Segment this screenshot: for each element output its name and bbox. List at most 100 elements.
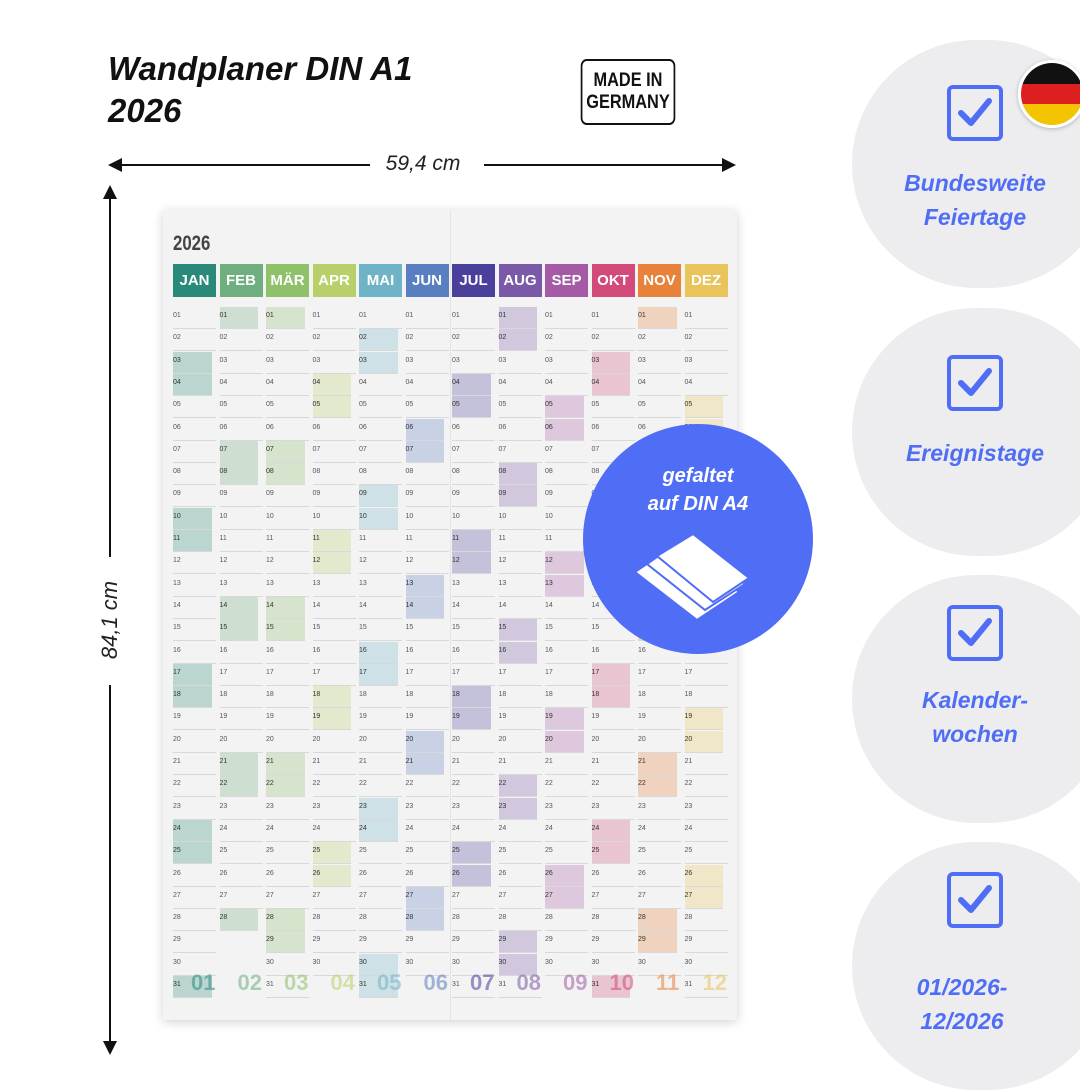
day-number: 31 [359, 981, 367, 988]
day-number: 10 [498, 512, 507, 520]
day-number: 04 [312, 378, 321, 386]
day-cell: 02 [173, 329, 216, 352]
day-cell: 08 [266, 463, 305, 486]
day-cell: 14 [545, 597, 588, 619]
day-cell: 08 [498, 463, 538, 486]
day-cell: 12 [173, 552, 216, 575]
day-cell: 05 [545, 396, 584, 419]
day-number: 12 [452, 557, 460, 565]
month-header: MÄR [266, 264, 309, 297]
day-cell: 19 [405, 708, 449, 731]
day-number: 21 [312, 758, 321, 765]
day-number: 25 [266, 847, 274, 855]
day-cell: 20 [266, 731, 309, 753]
width-label: 59,4 cm [385, 152, 461, 175]
day-cell: 13 [452, 575, 495, 597]
day-number: 18 [545, 691, 553, 699]
day-cell: 03 [545, 352, 588, 374]
day-cell: 22 [359, 775, 402, 798]
width-line-right [484, 164, 728, 166]
day-number: 06 [359, 423, 367, 431]
month-number: 05 [377, 970, 402, 995]
day-number: 18 [452, 691, 460, 699]
day-cell: 22 [638, 775, 677, 798]
day-number: 09 [545, 490, 553, 498]
day-cell: 10 [312, 508, 356, 530]
day-number: 24 [545, 824, 553, 832]
day-cell: 22 [266, 775, 305, 798]
day-cell: 29 [452, 931, 495, 954]
day-cell: 29 [591, 931, 635, 954]
day-number: 09 [498, 490, 507, 498]
day-cell: 01 [219, 307, 259, 329]
day-cell: 14 [312, 597, 356, 619]
check-icon [947, 605, 1003, 661]
feature-label-weeks-1: Kalender- [921, 687, 1029, 713]
day-number: 08 [266, 468, 274, 476]
day-cell: 01 [498, 307, 538, 329]
day-cell: 21 [498, 753, 542, 775]
day-cell: 26 [219, 865, 263, 887]
day-cell: 03 [312, 352, 356, 374]
day-number: 08 [452, 468, 460, 476]
day-cell: 25 [498, 842, 542, 865]
day-cell: 23 [591, 798, 635, 820]
day-number: 05 [452, 401, 460, 409]
day-number: 21 [498, 758, 507, 765]
day-cell: 04 [684, 374, 728, 396]
day-cell: 23 [545, 798, 588, 820]
folded-badge: gefaltet auf DIN A4 [583, 424, 813, 654]
day-cell: 11 [173, 530, 212, 552]
day-number: 25 [498, 847, 507, 855]
day-cell: 03 [173, 351, 212, 374]
day-cell: 08 [545, 463, 588, 486]
day-cell: 18 [405, 686, 449, 709]
day-number: 11 [173, 535, 181, 542]
day-cell: 18 [452, 686, 491, 709]
arrow-down-icon [103, 1041, 117, 1055]
day-number: 24 [498, 824, 507, 832]
day-cell: 14 [266, 596, 305, 619]
day-cell: 09 [545, 485, 588, 508]
day-cell: 27 [173, 887, 216, 909]
day-number: 18 [219, 691, 228, 699]
fold-line [450, 210, 451, 1020]
day-number: 13 [359, 579, 367, 587]
day-number: 08 [405, 468, 414, 476]
day-cell: 28 [312, 909, 356, 932]
day-cell: 20 [452, 731, 495, 753]
day-number: 08 [173, 468, 181, 476]
day-number: 24 [173, 824, 181, 832]
day-number: 27 [219, 891, 228, 899]
day-cell: 13 [545, 574, 584, 597]
day-cell: 29 [545, 931, 588, 954]
month-header: OKT [591, 264, 635, 297]
day-cell: 03 [591, 351, 631, 374]
day-number: 08 [545, 468, 553, 476]
month-number: 02 [237, 970, 262, 995]
day-number: 18 [638, 691, 646, 699]
day-cell: 12 [498, 552, 542, 575]
day-number: 16 [173, 646, 181, 654]
day-number: 17 [266, 668, 274, 676]
day-number: 13 [173, 579, 181, 587]
day-number: 02 [591, 334, 600, 342]
day-cell: 03 [452, 352, 495, 374]
day-cell: 24 [405, 820, 449, 842]
day-cell: 08 [219, 463, 259, 486]
day-number: 09 [266, 490, 274, 498]
day-cell: 28 [359, 909, 402, 932]
germany-text: GERMANY [586, 92, 670, 113]
day-cell: 21 [173, 753, 216, 775]
day-cell: 30 [591, 954, 635, 976]
day-cell: 27 [591, 887, 635, 909]
day-cell: 11 [405, 530, 449, 552]
day-cell: 30 [452, 954, 495, 976]
arrow-up-icon [103, 185, 117, 199]
day-number: 23 [684, 802, 693, 810]
day-cell: 13 [173, 575, 216, 597]
day-number: 25 [591, 847, 600, 855]
day-cell: 25 [266, 842, 309, 865]
day-number: 22 [266, 780, 274, 788]
day-cell: 10 [545, 508, 588, 530]
